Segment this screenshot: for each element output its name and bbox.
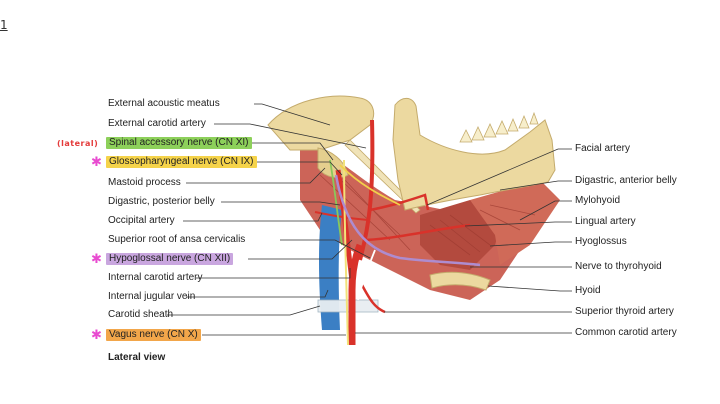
label-glossopharyngeal-nerve: Glossopharyngeal nerve (CN IX): [106, 156, 257, 168]
common-carotid-artery: [348, 243, 364, 345]
hyoid-bone: [429, 271, 491, 291]
label-mastoid-process: Mastoid process: [108, 177, 181, 188]
label-hyoglossus: Hyoglossus: [575, 236, 627, 247]
right-leader-lines: [355, 148, 572, 334]
temporal-bone: [267, 95, 375, 151]
label-hyoid: Hyoid: [575, 285, 601, 296]
label-common-carotid-artery: Common carotid artery: [575, 327, 677, 338]
label-spinal-accessory-nerve: Spinal accessory nerve (CN XI): [106, 137, 252, 149]
hypoglossal-nerve: [334, 174, 481, 267]
star-mark-icon: ✱: [91, 328, 102, 343]
label-digastric-posterior-belly: Digastric, posterior belly: [108, 196, 215, 207]
label-facial-artery: Facial artery: [575, 143, 631, 154]
label-external-acoustic-meatus: External acoustic meatus: [108, 98, 220, 109]
external-carotid-artery: [358, 119, 375, 261]
handwritten-note: (lateral): [57, 139, 99, 148]
label-superior-thyroid-artery: Superior thyroid artery: [575, 306, 674, 317]
left-leader-lines: [167, 103, 371, 336]
label-internal-jugular-vein: Internal jugular vein: [108, 291, 196, 302]
label-superior-root-ansa-cervicalis: Superior root of ansa cervicalis: [108, 234, 246, 245]
label-external-carotid-artery: External carotid artery: [108, 118, 206, 129]
internal-carotid-artery: [335, 169, 355, 281]
figure-caption: Lateral view: [108, 352, 166, 363]
corner-mark: 1: [0, 18, 8, 32]
label-internal-carotid-artery: Internal carotid artery: [108, 272, 203, 283]
label-mylohyoid: Mylohyoid: [575, 195, 621, 206]
glossopharyngeal-nerve: [339, 164, 401, 206]
star-mark-icon: ✱: [91, 155, 102, 170]
superior-thyroid-artery: [360, 284, 386, 314]
label-digastric-anterior-belly: Digastric, anterior belly: [575, 175, 677, 186]
facial-artery: [369, 193, 430, 212]
mandible: [392, 97, 556, 211]
lingual-artery: [365, 223, 471, 242]
label-hypoglossal-nerve: Hypoglossal nerve (CN XII): [106, 253, 234, 265]
mylohyoid-muscle: [470, 180, 560, 265]
vagus-nerve: [343, 159, 349, 346]
star-mark-icon: ✱: [91, 252, 102, 267]
label-carotid-sheath: Carotid sheath: [108, 309, 174, 320]
internal-jugular-vein: [319, 205, 342, 330]
label-lingual-artery: Lingual artery: [575, 216, 636, 227]
label-vagus-nerve: Vagus nerve (CN X): [106, 329, 201, 341]
label-nerve-to-thyrohyoid: Nerve to thyrohyoid: [575, 261, 662, 272]
ansa-cervicalis-root: [357, 249, 376, 301]
label-occipital-artery: Occipital artery: [108, 215, 175, 226]
